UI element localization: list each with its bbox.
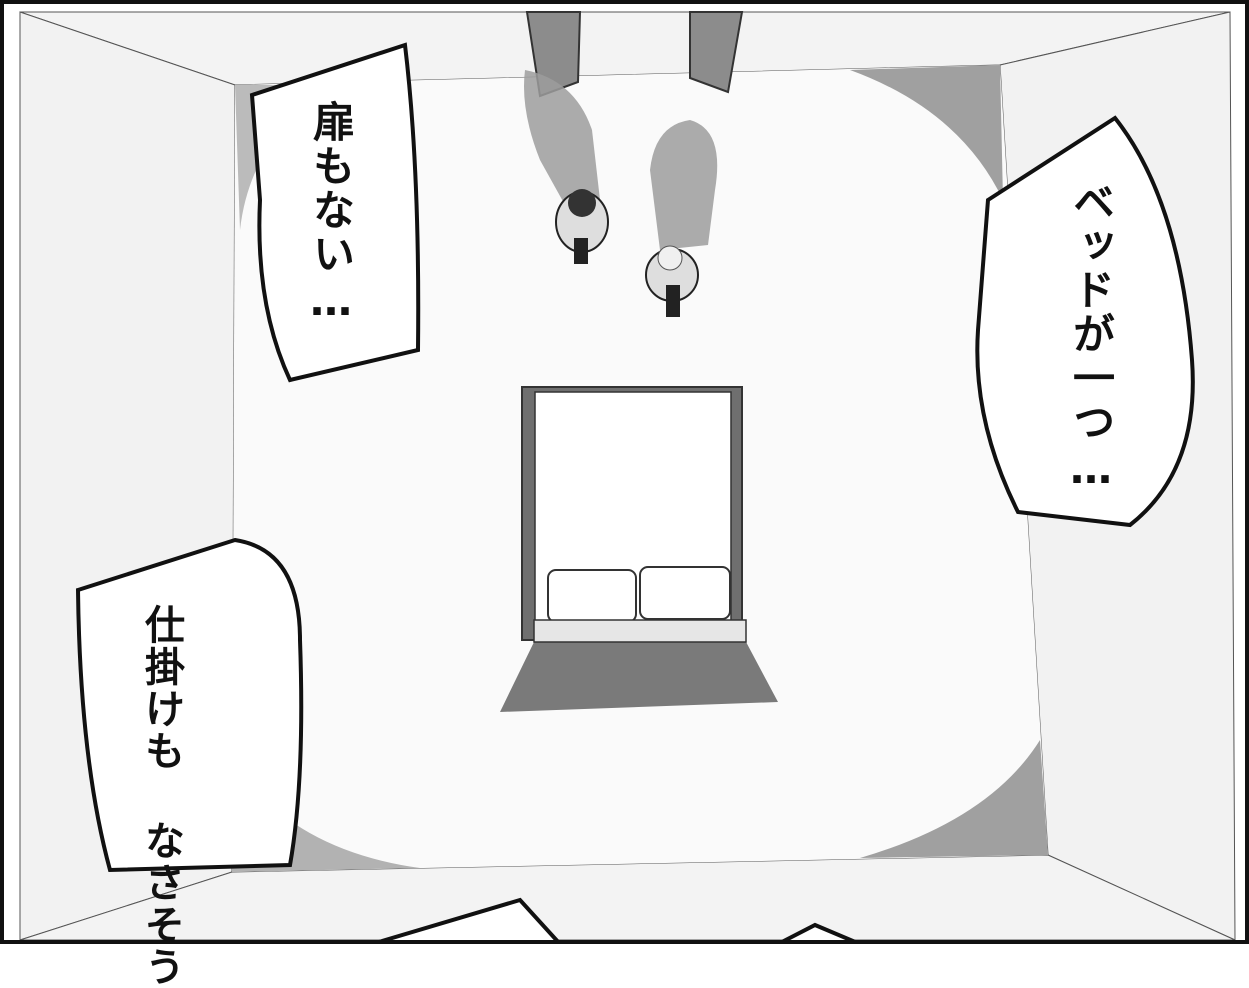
bubble-3-line-1: 仕掛けも [138,604,184,772]
bottom-bubbles [371,897,861,944]
bubble-3-text: 仕掛けも なさそう [136,604,186,988]
panel-border [0,0,1249,944]
bubble-3-line-2: なさそう [138,820,184,988]
speech-bubble-1 [249,42,421,383]
bubble-2-text: ベッドが一つ… [1066,180,1116,495]
speech-bubble-3 [75,537,304,873]
bubble-1-text: 扉もない… [306,100,356,327]
bed [500,386,778,712]
speech-bubble-2 [975,115,1195,528]
figures [524,70,718,317]
room-illustration [0,0,1249,944]
